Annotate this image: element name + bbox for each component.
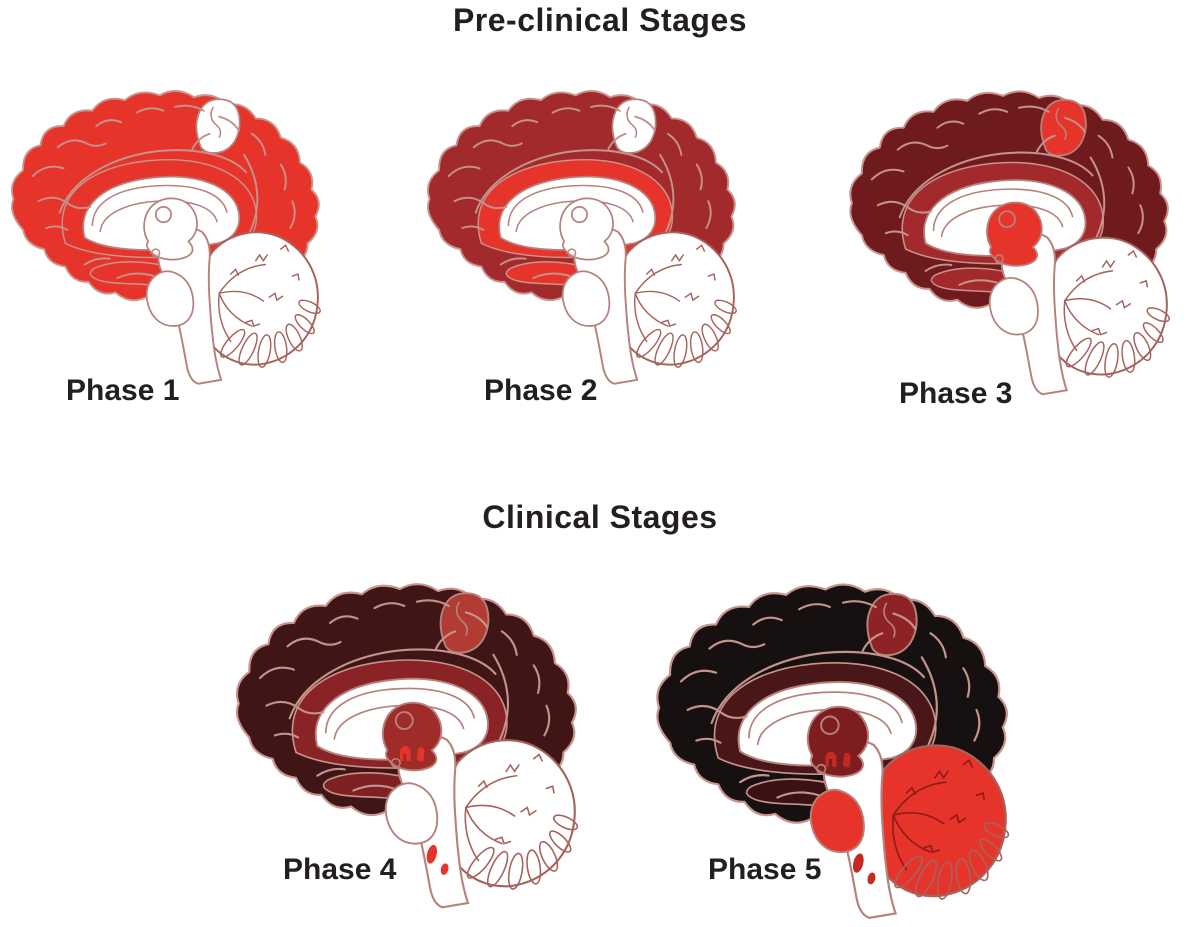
cerebellum-group <box>442 739 579 890</box>
medulla-spot-upper <box>426 844 438 864</box>
tegmentum-spot <box>417 747 425 762</box>
mammillary-body-circle <box>390 757 401 769</box>
tegmentum-spot <box>843 752 851 768</box>
interthalamic-adhesion-circle <box>570 205 589 224</box>
corpus-callosum-upper-line <box>91 184 228 227</box>
pons-region <box>809 788 865 854</box>
brain-figure-phase-4 <box>226 572 608 916</box>
thalamus-region <box>559 197 614 261</box>
corpus-callosum-upper-line <box>932 188 1074 232</box>
brain-figure-phase-5 <box>646 572 1040 927</box>
cerebellum-folia-petals <box>219 299 321 368</box>
paracentral-fold-line <box>455 601 468 637</box>
brainstem-spots <box>825 751 876 885</box>
interthalamic-adhesion-circle <box>394 711 414 730</box>
arbor-vitae-lines <box>892 758 986 871</box>
arbor-vitae-lines <box>464 753 555 862</box>
paracentral-fold-line <box>1055 107 1067 140</box>
mammillary-body-circle <box>815 763 827 775</box>
corpus-callosum-upper-line <box>748 691 903 739</box>
brain-sagittal-illustration <box>656 583 1010 919</box>
brainstem-spots <box>400 746 449 875</box>
midbrain-spot <box>400 746 411 761</box>
cerebellum-folia-petals <box>1065 307 1170 378</box>
arbor-vitae-lines <box>218 244 300 343</box>
paracentral-fold-line <box>626 106 638 138</box>
mammillary-body-circle <box>151 248 161 258</box>
brain-figure-phase-3 <box>840 80 1198 402</box>
brain-sagittal-illustration <box>235 583 579 909</box>
pons-region <box>384 782 439 845</box>
brain-sagittal-illustration <box>849 90 1170 396</box>
cerebellum-folia-petals <box>466 814 579 890</box>
cerebellum-folia-petals <box>894 822 1010 900</box>
brain-sagittal-illustration <box>427 90 737 385</box>
cerebellum-folia-petals <box>635 299 737 368</box>
preclinical-stages-title: Pre-clinical Stages <box>452 2 748 38</box>
mammillary-body-circle <box>994 254 1004 264</box>
phase-2-label: Phase 2 <box>484 374 598 407</box>
phase-5-label: Phase 5 <box>708 853 822 886</box>
medulla-spot-upper <box>852 853 864 873</box>
pons-region <box>988 276 1039 336</box>
cerebellum-group <box>869 744 1010 900</box>
brain-sagittal-illustration <box>11 90 321 385</box>
pons-region <box>145 270 195 327</box>
thalamus-group <box>559 197 614 261</box>
thalamus-group <box>381 701 443 772</box>
cerebellum-group <box>198 231 321 368</box>
clinical-stages-title: Clinical Stages <box>482 499 718 535</box>
arbor-vitae-lines <box>1063 249 1149 352</box>
medulla-spot-lower <box>867 872 876 885</box>
thalamus-region <box>806 705 870 778</box>
paracentral-fold-line <box>883 602 896 639</box>
thalamus-region <box>381 701 443 772</box>
paracentral-fold-line <box>210 106 222 138</box>
brain-figure-phase-2 <box>418 80 764 391</box>
cerebellum-group <box>614 231 737 368</box>
phase-4-label: Phase 4 <box>283 853 397 886</box>
thalamus-group <box>143 197 198 261</box>
corpus-callosum-upper-line <box>507 184 644 227</box>
thalamus-region <box>986 201 1043 267</box>
interthalamic-adhesion-circle <box>154 205 173 224</box>
thalamus-region <box>143 197 198 261</box>
mammillary-body-circle <box>567 248 577 258</box>
medulla-spot-lower <box>440 863 449 875</box>
thalamus-group <box>806 705 870 778</box>
brain-figure-phase-1 <box>2 80 348 391</box>
phase-1-label: Phase 1 <box>66 374 180 407</box>
corpus-callosum-upper-line <box>324 687 476 734</box>
phase-3-label: Phase 3 <box>899 377 1013 410</box>
interthalamic-adhesion-circle <box>820 715 840 735</box>
interthalamic-adhesion-circle <box>998 210 1016 229</box>
arbor-vitae-lines <box>634 244 716 343</box>
cerebellum-group <box>1043 236 1170 378</box>
pons-region <box>561 270 611 327</box>
thalamus-group <box>986 201 1043 267</box>
